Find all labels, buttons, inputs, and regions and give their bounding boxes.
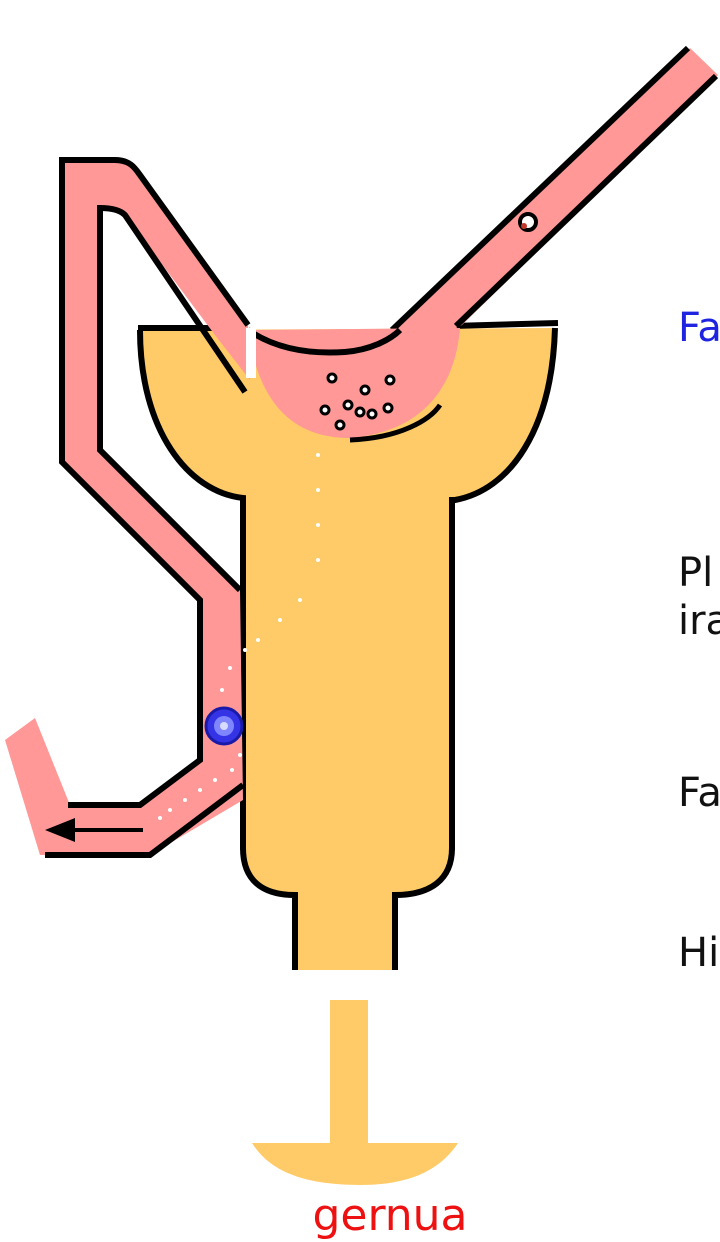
side-label-4: Fa (678, 770, 720, 816)
right-diagonal-tube (392, 48, 718, 330)
stalk (330, 1000, 368, 1150)
left-loop-fill (5, 160, 250, 855)
side-label-5: Hi (678, 930, 719, 976)
side-label-1: Fa (678, 305, 720, 351)
right-tube-fill (395, 48, 718, 330)
right-tube-edge-top (392, 48, 688, 330)
blue-bead (206, 708, 242, 744)
base-foot (252, 1143, 458, 1185)
cup-rim-line-right (452, 323, 558, 326)
side-label-2: Pl (678, 550, 713, 596)
right-tube-edge-bottom (456, 76, 716, 326)
stalk-and-base (252, 1000, 458, 1185)
side-label-3: ira (678, 598, 720, 644)
bottom-label: gernua (0, 1190, 720, 1241)
